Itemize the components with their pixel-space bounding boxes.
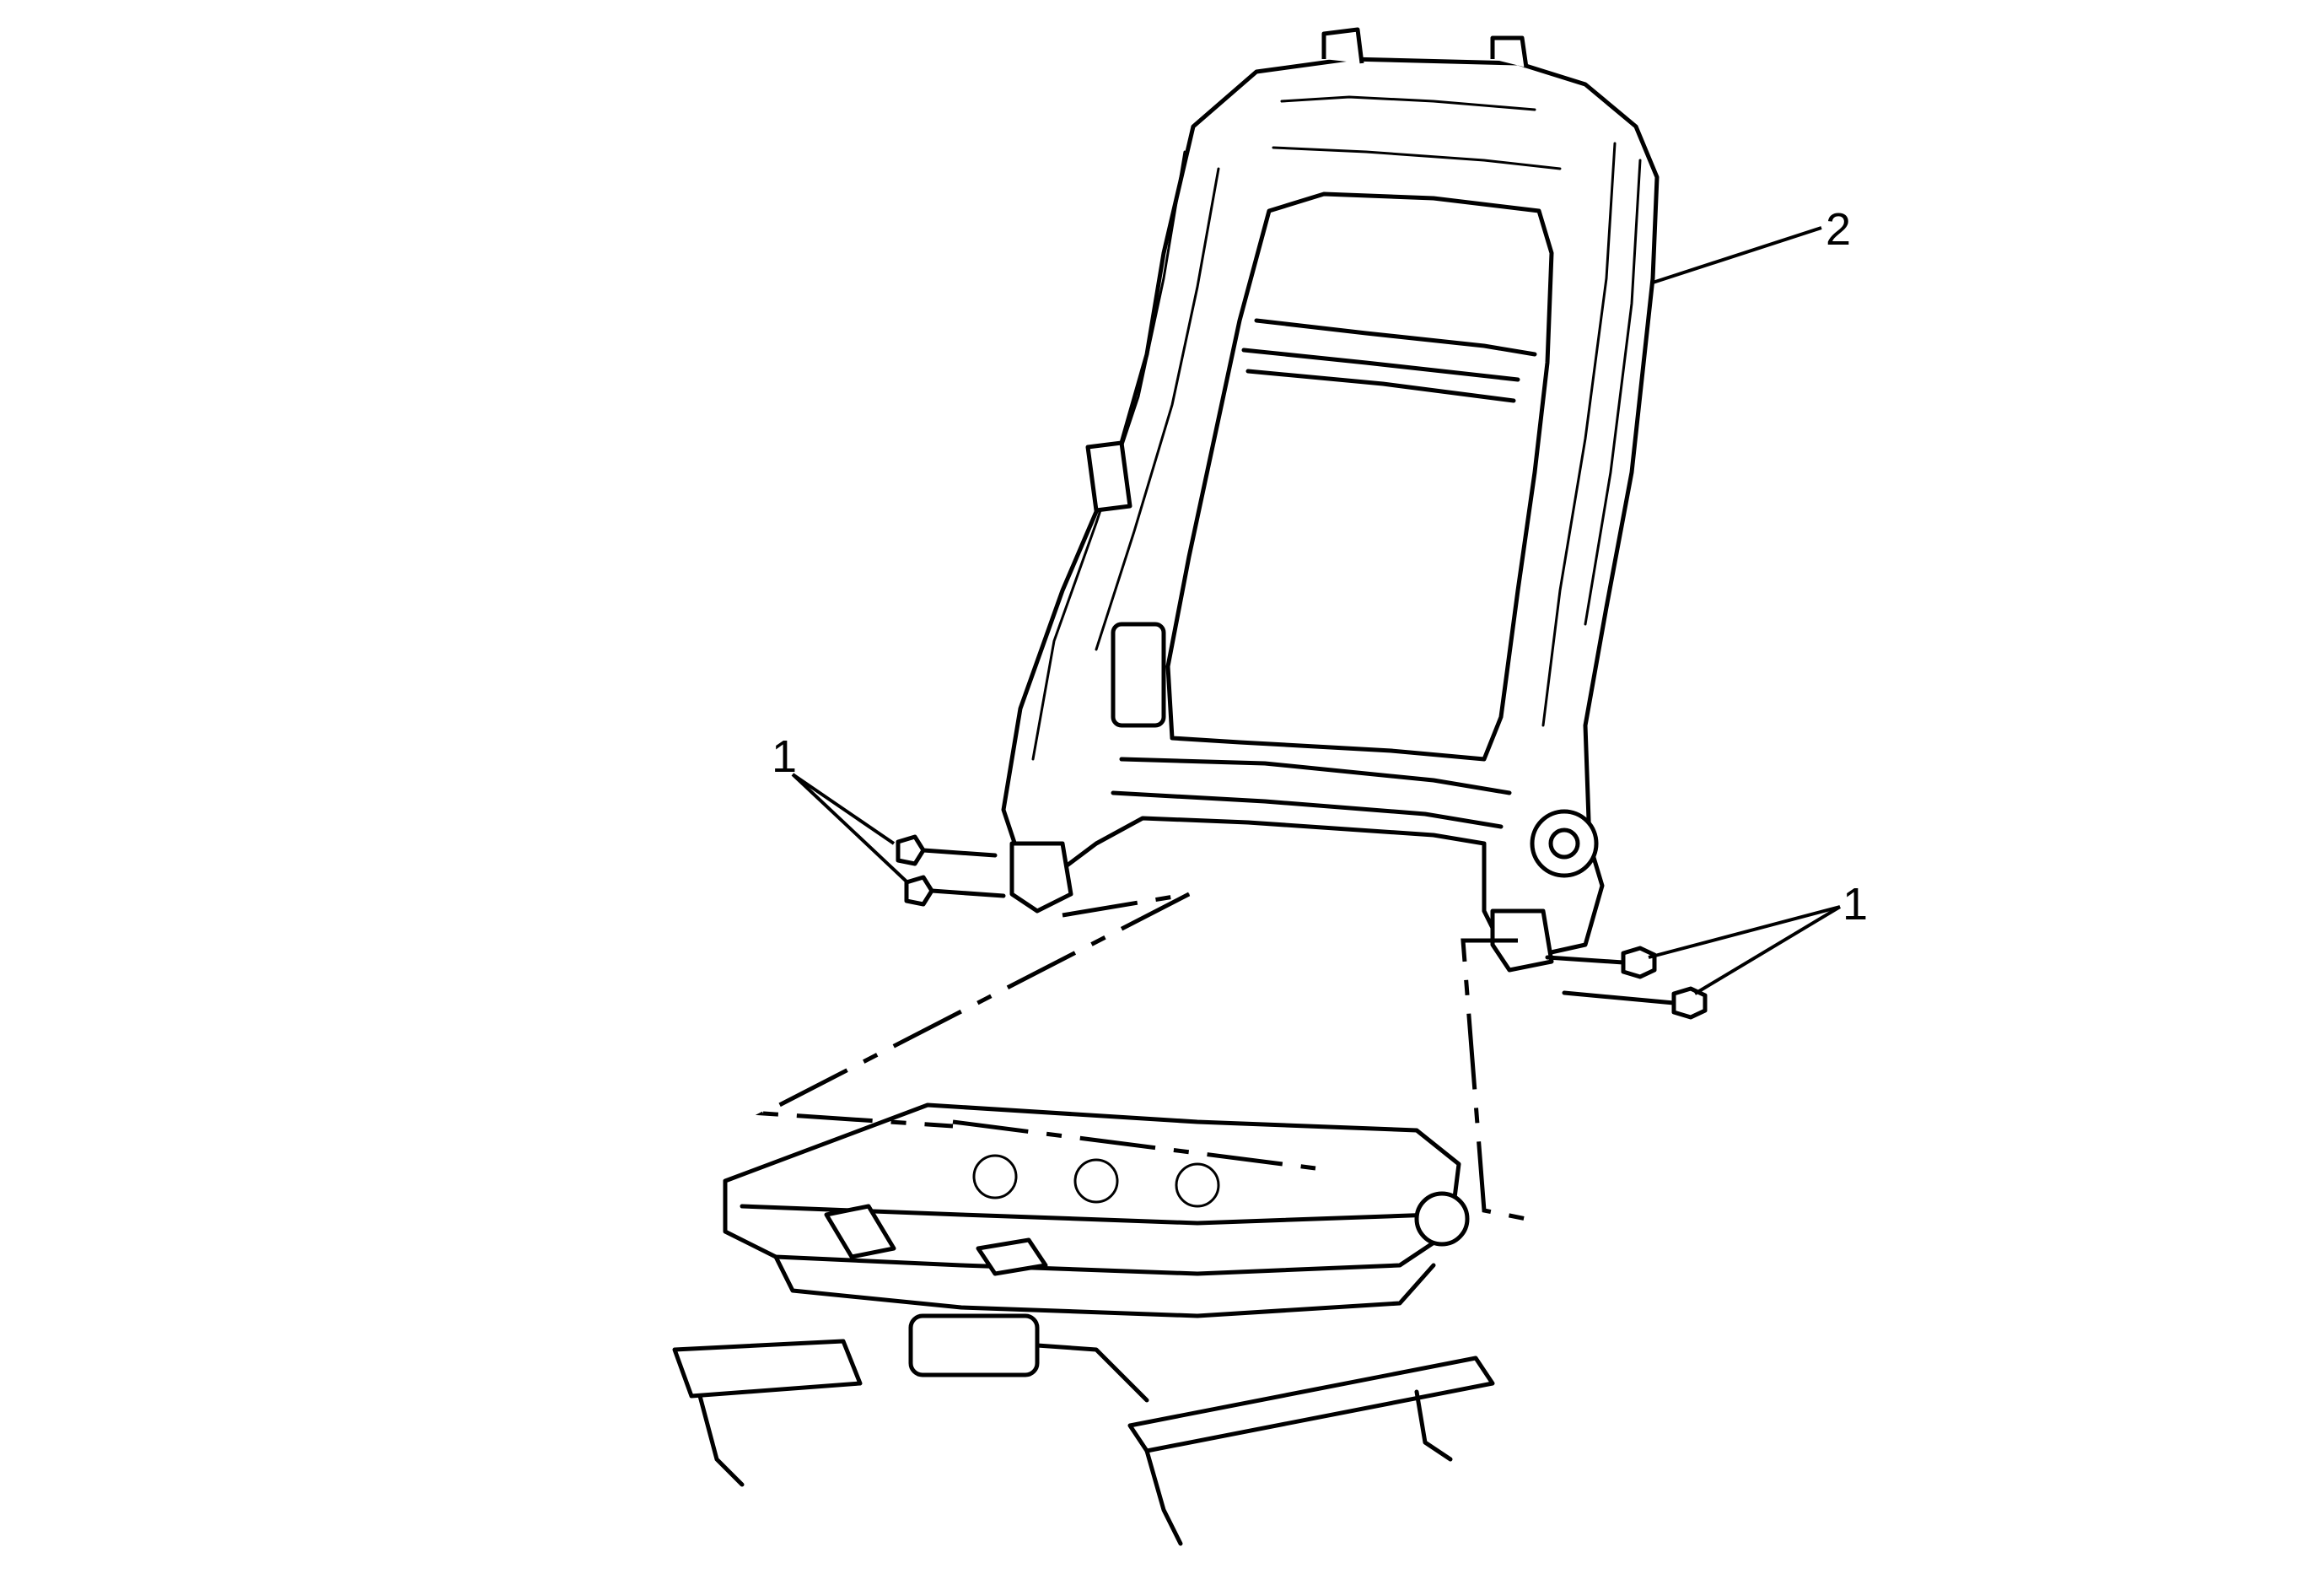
seatback-frame [1001, 27, 1660, 973]
leader-1-left-a [791, 773, 896, 845]
leader-1-right-a [1648, 905, 1841, 959]
guide-left-pivot [755, 892, 1191, 1129]
fasteners-left [896, 834, 1006, 907]
callout-fastener-left: 1 [772, 731, 797, 782]
bolt-icon [1562, 986, 1708, 1020]
seat-adjuster-base [672, 1102, 1495, 1546]
bolt-icon [904, 875, 1006, 907]
leader-1-left-b [791, 773, 908, 883]
callout-seatback-frame: 2 [1826, 204, 1851, 255]
callout-fastener-right: 1 [1843, 879, 1868, 930]
fasteners-right [1545, 946, 1708, 1020]
leader-1-right-b [1693, 905, 1842, 995]
assembly-guide-lines [755, 892, 1527, 1221]
leader-lines [791, 226, 1842, 995]
leader-2 [1652, 226, 1822, 284]
guide-top-rear [952, 1119, 1316, 1171]
bolt-icon [1545, 946, 1657, 979]
bolt-icon [896, 834, 998, 866]
guide-right-pivot [1461, 938, 1527, 1221]
